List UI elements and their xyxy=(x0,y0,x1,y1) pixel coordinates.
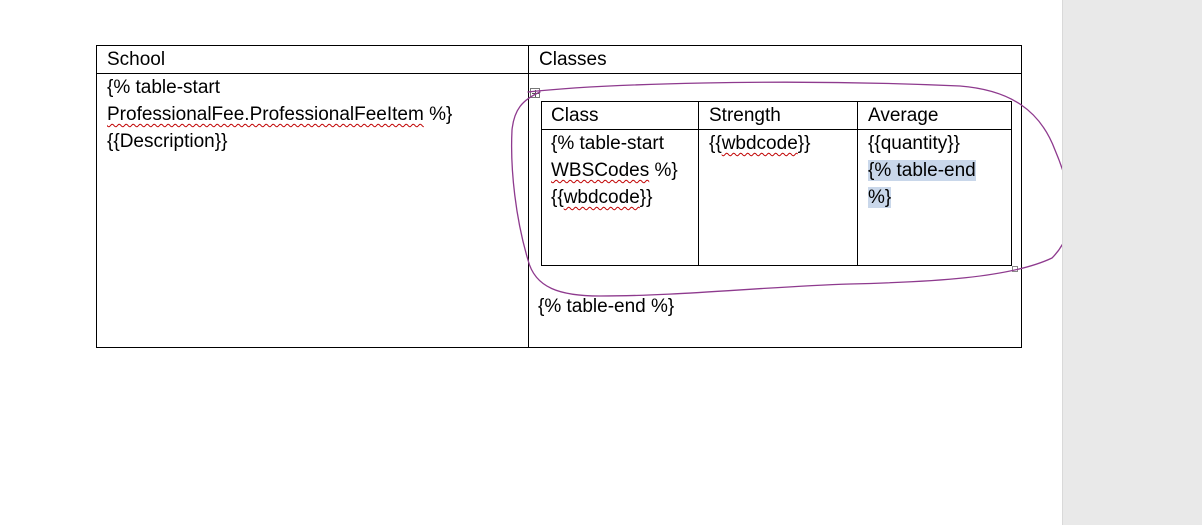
table-resize-handle-icon[interactable] xyxy=(1012,266,1018,272)
class-cell-line-2[interactable]: WBSCodes %} xyxy=(551,157,678,184)
inner-table-left-border xyxy=(541,101,542,266)
outer-header-school[interactable]: School xyxy=(107,49,166,70)
average-cell-line-3[interactable]: %} xyxy=(868,184,892,211)
inner-header-average[interactable]: Average xyxy=(868,105,939,126)
outer-table-header-divider xyxy=(96,73,1022,74)
class-cell-line-2-field: WBSCodes xyxy=(551,160,650,181)
class-cell-line-1[interactable]: {% table-start xyxy=(551,133,664,154)
outer-table-left-border xyxy=(96,45,97,348)
school-cell-line-3[interactable]: {{Description}} xyxy=(107,131,228,152)
class-cell-line-3-field: wbdcode xyxy=(563,187,640,208)
class-cell-line-3-pre: {{ xyxy=(551,187,564,208)
outer-table-right-border xyxy=(1021,45,1022,348)
outer-table-top-border xyxy=(96,45,1022,46)
strength-cell[interactable]: {{wbdcode}} xyxy=(709,130,810,157)
school-cell-line-2-field: ProfessionalFee.ProfessionalFeeItem xyxy=(107,104,424,125)
inner-header-strength[interactable]: Strength xyxy=(709,105,781,126)
average-cell-line-2[interactable]: {% table-end xyxy=(868,157,976,184)
inner-table-right-border xyxy=(1011,101,1012,266)
class-cell-line-3-post: }} xyxy=(639,187,653,208)
strength-cell-pre: {{ xyxy=(709,133,722,154)
inner-table-divider-1 xyxy=(698,101,699,266)
average-cell-line-3-selected: %} xyxy=(868,187,892,208)
school-cell-line-2-suffix: %} xyxy=(423,104,453,125)
strength-cell-field: wbdcode xyxy=(721,133,798,154)
inner-header-class[interactable]: Class xyxy=(551,105,599,126)
outer-header-classes[interactable]: Classes xyxy=(539,49,607,70)
school-cell-line-2[interactable]: ProfessionalFee.ProfessionalFeeItem %} xyxy=(107,101,452,128)
strength-cell-post: }} xyxy=(797,133,811,154)
class-cell-line-2-suffix: %} xyxy=(649,160,678,181)
document-page[interactable]: School Classes {% table-start Profession… xyxy=(0,0,1062,525)
average-cell-line-1[interactable]: {{quantity}} xyxy=(868,133,960,154)
class-cell-line-3[interactable]: {{wbdcode}} xyxy=(551,184,652,211)
average-cell-line-2-selected: {% table-end xyxy=(868,160,976,181)
table-move-handle-icon[interactable] xyxy=(530,88,540,98)
outer-table-bottom-border xyxy=(96,347,1022,348)
inner-table-bottom-border xyxy=(541,265,1012,266)
classes-cell-footer[interactable]: {% table-end %} xyxy=(538,296,675,317)
outer-table-middle-border xyxy=(528,45,529,348)
inner-table-divider-2 xyxy=(857,101,858,266)
school-cell-line-1[interactable]: {% table-start xyxy=(107,77,220,98)
document-side-margin xyxy=(1062,0,1202,525)
